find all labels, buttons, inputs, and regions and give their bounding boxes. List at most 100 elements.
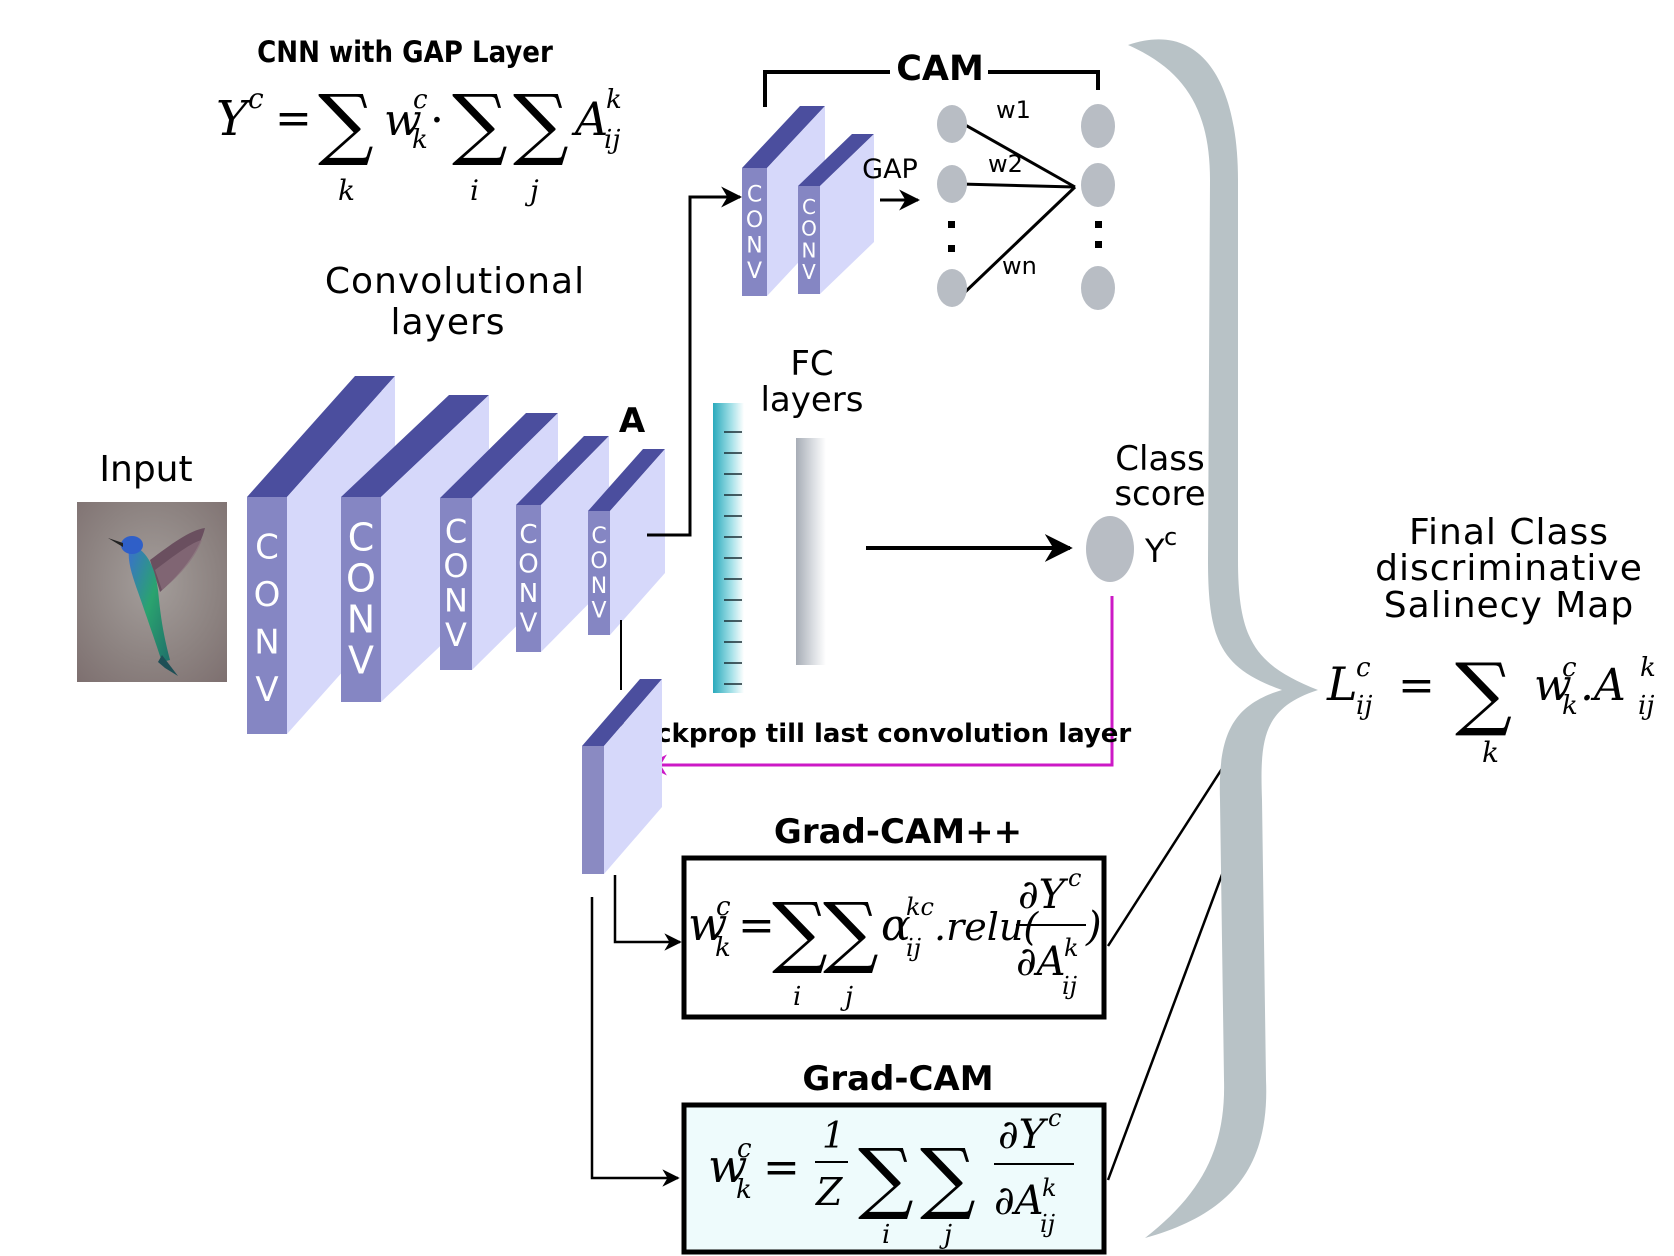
svg-text:w: w — [688, 897, 727, 951]
svg-text:i: i — [470, 174, 479, 207]
svg-text:∑: ∑ — [513, 79, 569, 169]
gradcam-title: Grad-CAM — [802, 1059, 993, 1099]
class-node-2 — [1081, 163, 1115, 207]
svg-text:w: w — [708, 1139, 747, 1193]
svg-text:.A: .A — [1580, 660, 1626, 711]
conv-letter: C — [255, 528, 279, 568]
conv-letter: O — [746, 208, 763, 233]
svg-text:i: i — [882, 1220, 890, 1250]
conv-letter: V — [255, 670, 278, 710]
vertical-ellipsis-icon — [948, 221, 1102, 252]
w1-label: w1 — [996, 96, 1031, 124]
svg-text:k: k — [736, 1175, 752, 1205]
cnn-gap-title: CNN with GAP Layer — [257, 35, 553, 69]
input-label: Input — [99, 449, 192, 490]
conv-letter: C — [747, 182, 762, 207]
svg-text:k: k — [338, 174, 355, 207]
yc-label: Y — [1144, 532, 1165, 570]
class-node-n — [1081, 266, 1115, 310]
conv-gradient-layer — [582, 679, 662, 874]
svg-text:k: k — [1064, 934, 1079, 962]
svg-text:c: c — [737, 1134, 752, 1164]
svg-text:c: c — [716, 892, 731, 922]
svg-text:∑: ∑ — [772, 887, 828, 977]
svg-text:.relu(: .relu( — [934, 905, 1039, 949]
svg-text:=: = — [738, 900, 775, 951]
svg-text:c: c — [1562, 653, 1577, 683]
svg-text:L: L — [1326, 657, 1358, 711]
svg-text:c: c — [1048, 1104, 1061, 1132]
svg-text:j: j — [524, 174, 539, 207]
a-label: A — [619, 401, 646, 441]
conv-letter: O — [346, 556, 376, 600]
conv-letter: V — [747, 259, 762, 284]
gradcam-box — [681, 1102, 1107, 1255]
svg-text:k: k — [606, 85, 622, 115]
conv-letter: C — [591, 524, 606, 549]
svg-text:1: 1 — [822, 1116, 845, 1157]
gap-network: w1 w2 wn — [937, 96, 1115, 310]
gap-node-1 — [937, 105, 967, 143]
final-label-line2: discriminative — [1375, 548, 1643, 589]
fc-layer-1 — [713, 403, 744, 693]
wn-label: wn — [1002, 252, 1037, 280]
svg-text:∑: ∑ — [858, 1133, 914, 1223]
fc-label-line1: FC — [790, 344, 833, 384]
backprop-arrow — [645, 596, 1114, 776]
conv-letter: V — [445, 616, 467, 654]
conv-letter: C — [519, 520, 537, 550]
svg-text:∑: ∑ — [823, 887, 879, 977]
fc-layer-2 — [796, 438, 826, 665]
conv-letter: O — [801, 217, 817, 241]
gap-score-equation: Y c = ∑ k w c k · ∑ i ∑ j A k ij — [216, 79, 622, 207]
svg-text:·: · — [430, 95, 444, 146]
edge-wn — [961, 185, 1077, 296]
svg-text:ij: ij — [604, 125, 620, 155]
svg-text:c: c — [1356, 653, 1371, 683]
gradcampp-equation: w c k = ∑ i ∑ j α kc ij .relu( ∂Y c ∂A k… — [688, 864, 1102, 1012]
svg-text:∑: ∑ — [1455, 646, 1512, 739]
conv-letter: C — [445, 513, 467, 551]
conv-letter: N — [746, 233, 762, 258]
svg-text:kc: kc — [906, 893, 934, 921]
svg-text:∂Y: ∂Y — [998, 1112, 1049, 1158]
svg-text:k: k — [1042, 1174, 1057, 1202]
class-score-node — [1086, 516, 1134, 582]
yc-superscript: c — [1164, 523, 1177, 551]
final-label-line3: Salinecy Map — [1384, 585, 1634, 626]
svg-text:Z: Z — [815, 1170, 843, 1214]
svg-text:ij: ij — [1062, 972, 1078, 1000]
conv-letter: O — [518, 550, 538, 580]
conv-letter: C — [348, 515, 375, 559]
fc-label-line2: layers — [760, 380, 863, 420]
cam-label: CAM — [896, 49, 984, 89]
svg-text:A: A — [571, 92, 608, 146]
svg-text:Y: Y — [216, 91, 252, 147]
class-score-label-line2: score — [1114, 474, 1205, 514]
svg-text:∑: ∑ — [318, 79, 374, 169]
conv-layers-label-line1: Convolutional — [325, 261, 585, 302]
conv-letter: V — [348, 638, 374, 682]
svg-text:α: α — [881, 900, 911, 951]
conv-letter: V — [591, 599, 606, 624]
gap-node-n — [937, 269, 967, 307]
conv-letter: N — [591, 574, 607, 599]
svg-text:ij: ij — [906, 934, 922, 962]
gradcampp-title: Grad-CAM++ — [774, 812, 1022, 852]
svg-text:c: c — [1068, 864, 1081, 892]
w2-label: w2 — [988, 150, 1023, 178]
conv-letter: O — [590, 549, 607, 574]
gap-label: GAP — [862, 154, 918, 185]
svg-text:w: w — [384, 95, 422, 146]
class-node-1 — [1081, 104, 1115, 148]
svg-text:w: w — [1534, 660, 1572, 711]
svg-text:c: c — [248, 82, 264, 115]
conv-letter: N — [519, 579, 538, 609]
svg-text:=: = — [1398, 660, 1435, 711]
svg-text:ij: ij — [1356, 691, 1372, 721]
edge-w2 — [959, 182, 1076, 189]
